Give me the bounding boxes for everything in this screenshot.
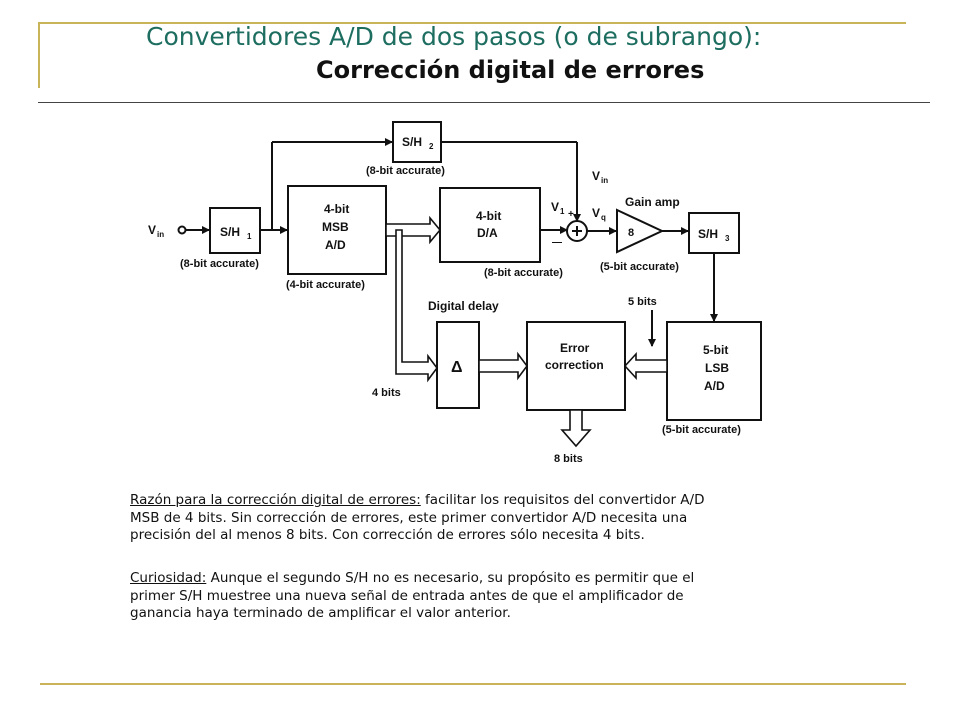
input-terminal xyxy=(177,225,187,235)
five-bits-label: 5 bits xyxy=(628,296,657,308)
block-diagram-svg: V in S/H 1 (8-bit accurate) S/H 2 (8-bit… xyxy=(148,121,762,465)
paragraph-curiosity-line1: Curiosidad: Aunque el segundo S/H no es … xyxy=(130,570,850,588)
da-box xyxy=(439,187,541,263)
vq-label-sub: q xyxy=(601,213,606,222)
reason-line2: MSB de 4 bits. Sin corrección de errores… xyxy=(130,509,688,526)
lsb-note: (5-bit accurate) xyxy=(662,424,741,436)
sh3-label: S/H xyxy=(698,227,718,241)
frame-top-rule xyxy=(40,22,906,24)
da-line1: 4-bit xyxy=(476,209,501,223)
msb-line2: MSB xyxy=(322,220,349,234)
block-diagram: V in S/H 1 (8-bit accurate) S/H 2 (8-bit… xyxy=(140,110,775,472)
sum-plus: + xyxy=(568,209,574,220)
paragraph-reason-line1: Razón para la corrección digital de erro… xyxy=(130,492,850,510)
vq-label: V xyxy=(592,206,600,220)
frame-left-rule xyxy=(38,22,40,88)
sh1-note: (8-bit accurate) xyxy=(180,258,259,270)
slide-subtitle: Corrección digital de errores xyxy=(316,56,705,84)
digital-delay-label: Digital delay xyxy=(428,299,499,313)
vin-sum-label: V xyxy=(592,169,600,183)
curiosity-body-line1: Aunque el segundo S/H no es necesario, s… xyxy=(206,570,695,586)
bus-error-output xyxy=(560,409,592,448)
delta-symbol: Δ xyxy=(451,359,463,376)
vin-label: V xyxy=(148,223,156,237)
v1-label-sub: 1 xyxy=(560,207,565,216)
curiosity-line2: primer S/H muestree una nueva señal de e… xyxy=(130,587,684,604)
gain-note: (5-bit accurate) xyxy=(600,261,679,273)
curiosity-label: Curiosidad: xyxy=(130,570,207,586)
da-note: (8-bit accurate) xyxy=(484,267,563,279)
gain-amp-triangle xyxy=(616,208,665,254)
paragraph-curiosity: Curiosidad: Aunque el segundo S/H no es … xyxy=(130,570,850,623)
vin-sum-label-sub: in xyxy=(601,176,608,185)
lsb-line2: LSB xyxy=(705,361,729,375)
gain-value: 8 xyxy=(628,227,634,239)
gain-amp-label: Gain amp xyxy=(625,195,680,209)
bus-lsb-error xyxy=(623,351,668,381)
reason-line3: precisión del al menos 8 bits. Con corre… xyxy=(130,527,645,543)
bus-delay-error xyxy=(478,351,528,381)
four-bits-label: 4 bits xyxy=(372,387,401,399)
sh2-label-sub: 2 xyxy=(429,142,434,151)
v1-label: V xyxy=(551,200,559,214)
eight-bits-label: 8 bits xyxy=(554,453,583,465)
bus-msb-delay xyxy=(395,229,438,383)
sh3-label-sub: 3 xyxy=(725,234,730,243)
da-line2: D/A xyxy=(477,226,498,240)
paragraph-reason: Razón para la corrección digital de erro… xyxy=(130,492,850,545)
error-line1: Error xyxy=(560,341,590,355)
msb-note: (4-bit accurate) xyxy=(286,279,365,291)
vin-label-sub: in xyxy=(157,230,164,239)
reason-label: Razón para la corrección digital de erro… xyxy=(130,492,421,508)
title-underline xyxy=(38,102,930,103)
bus-msb-da xyxy=(385,215,442,245)
sh1-label: S/H xyxy=(220,225,240,239)
sh2-note: (8-bit accurate) xyxy=(366,165,445,177)
reason-body-line1: facilitar los requisitos del convertidor… xyxy=(420,492,705,508)
frame-bottom-rule xyxy=(40,683,906,685)
msb-line1: 4-bit xyxy=(324,202,349,216)
sum-minus: — xyxy=(552,237,562,248)
lsb-line1: 5-bit xyxy=(703,343,728,357)
msb-line3: A/D xyxy=(325,238,346,252)
sh1-label-sub: 1 xyxy=(247,232,252,241)
sh2-label: S/H xyxy=(402,135,422,149)
curiosity-line3: ganancia haya terminado de amplificar el… xyxy=(130,605,511,621)
slide-title: Convertidores A/D de dos pasos (o de sub… xyxy=(146,22,762,51)
error-line2: correction xyxy=(545,358,604,372)
lsb-line3: A/D xyxy=(704,379,725,393)
